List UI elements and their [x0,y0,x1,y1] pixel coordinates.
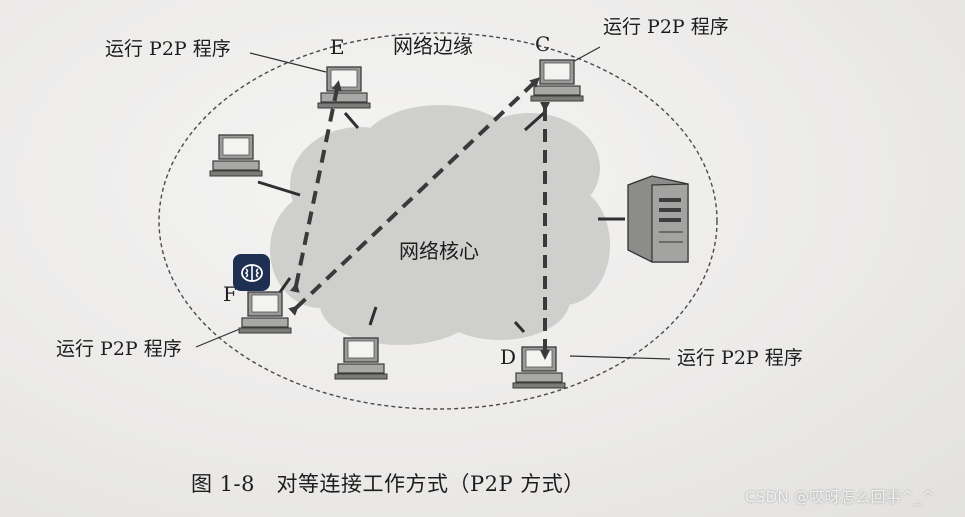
network-edge-label: 网络边缘 [393,36,473,56]
brain-icon[interactable] [233,254,270,291]
node-E-label: E [330,37,345,57]
computer-icon [531,60,583,101]
computer-icon [335,338,387,379]
run-label-D: 运行 P2P 程序 [677,349,803,368]
computer-icon [513,347,565,388]
run-label-F: 运行 P2P 程序 [56,340,182,359]
node-D-label: D [500,347,516,367]
network-core-label: 网络核心 [399,241,479,261]
computer-icon [210,135,262,176]
computer-icon [239,292,291,333]
watermark: CSDN @哎呀怎么回事^_^ [745,490,935,505]
computer-icon [318,67,370,108]
figure-caption: 图 1-8 对等连接工作方式（P2P 方式） [191,474,585,495]
run-label-E: 运行 P2P 程序 [105,40,231,59]
network-core-cloud [270,105,610,345]
node-C-label: C [535,34,550,54]
run-label-C: 运行 P2P 程序 [603,18,729,37]
server-icon [628,176,688,262]
